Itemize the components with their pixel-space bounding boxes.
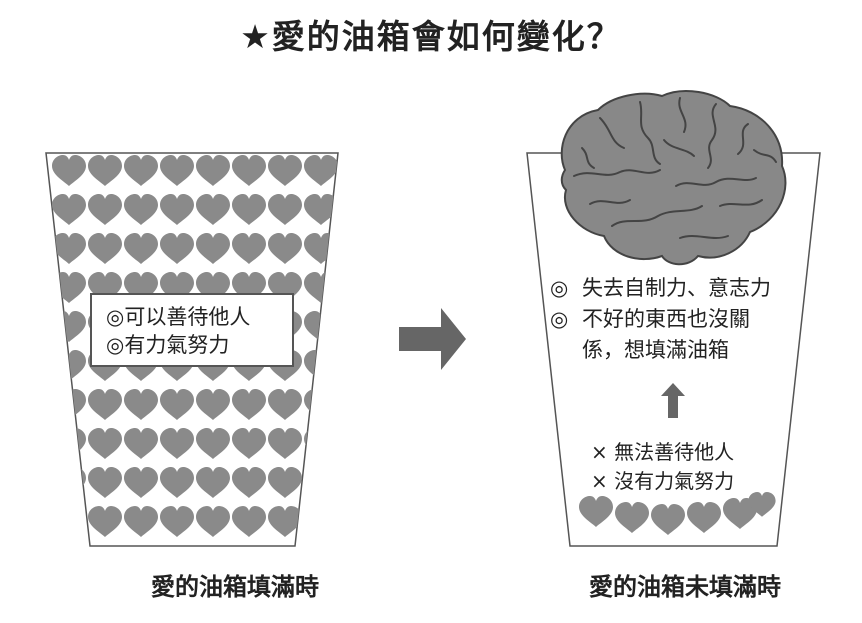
bullet-mark: ◎ bbox=[550, 307, 569, 331]
brain-icon bbox=[560, 90, 787, 266]
bullet-mark: ◎ bbox=[550, 276, 569, 300]
lack-line: × 無法善待他人 bbox=[591, 440, 735, 464]
effect-text: 不好的東西也沒關 bbox=[582, 307, 750, 331]
effect-text: 失去自制力、意志力 bbox=[582, 276, 771, 300]
empty-tank-effects: ◎ 失去自制力、意志力 ◎ 不好的東西也沒關 係，想填滿油箱 bbox=[550, 273, 830, 366]
diagram-title: ★愛的油箱會如何變化？ bbox=[240, 17, 622, 56]
empty-tank-caption: 愛的油箱未填滿時 bbox=[589, 573, 781, 601]
lack-line: × 沒有力氣努力 bbox=[591, 469, 735, 493]
heart-icon bbox=[304, 467, 338, 498]
effect-row: 係，想填滿油箱 bbox=[550, 335, 830, 366]
heart-icon bbox=[52, 506, 86, 537]
heart-icon bbox=[304, 506, 338, 537]
effect-row: ◎ 失去自制力、意志力 bbox=[550, 273, 830, 304]
benefit-line: ◎可以善待他人 bbox=[106, 305, 251, 329]
up-arrow-icon bbox=[661, 383, 685, 418]
full-tank-benefits-box: ◎可以善待他人 ◎有力氣努力 bbox=[90, 293, 294, 367]
empty-love-tank bbox=[526, 90, 821, 547]
effect-text: 係，想填滿油箱 bbox=[582, 338, 729, 362]
transition-arrow-icon bbox=[399, 308, 466, 370]
empty-tank-lacks: × 無法善待他人 × 沒有力氣努力 bbox=[591, 438, 791, 496]
heart-icon bbox=[52, 467, 86, 498]
effect-row: ◎ 不好的東西也沒關 bbox=[550, 304, 830, 335]
full-tank-caption: 愛的油箱填滿時 bbox=[151, 573, 319, 601]
heart-icon bbox=[304, 428, 338, 459]
bullet-mark bbox=[550, 335, 582, 366]
benefit-line: ◎有力氣努力 bbox=[106, 333, 230, 357]
